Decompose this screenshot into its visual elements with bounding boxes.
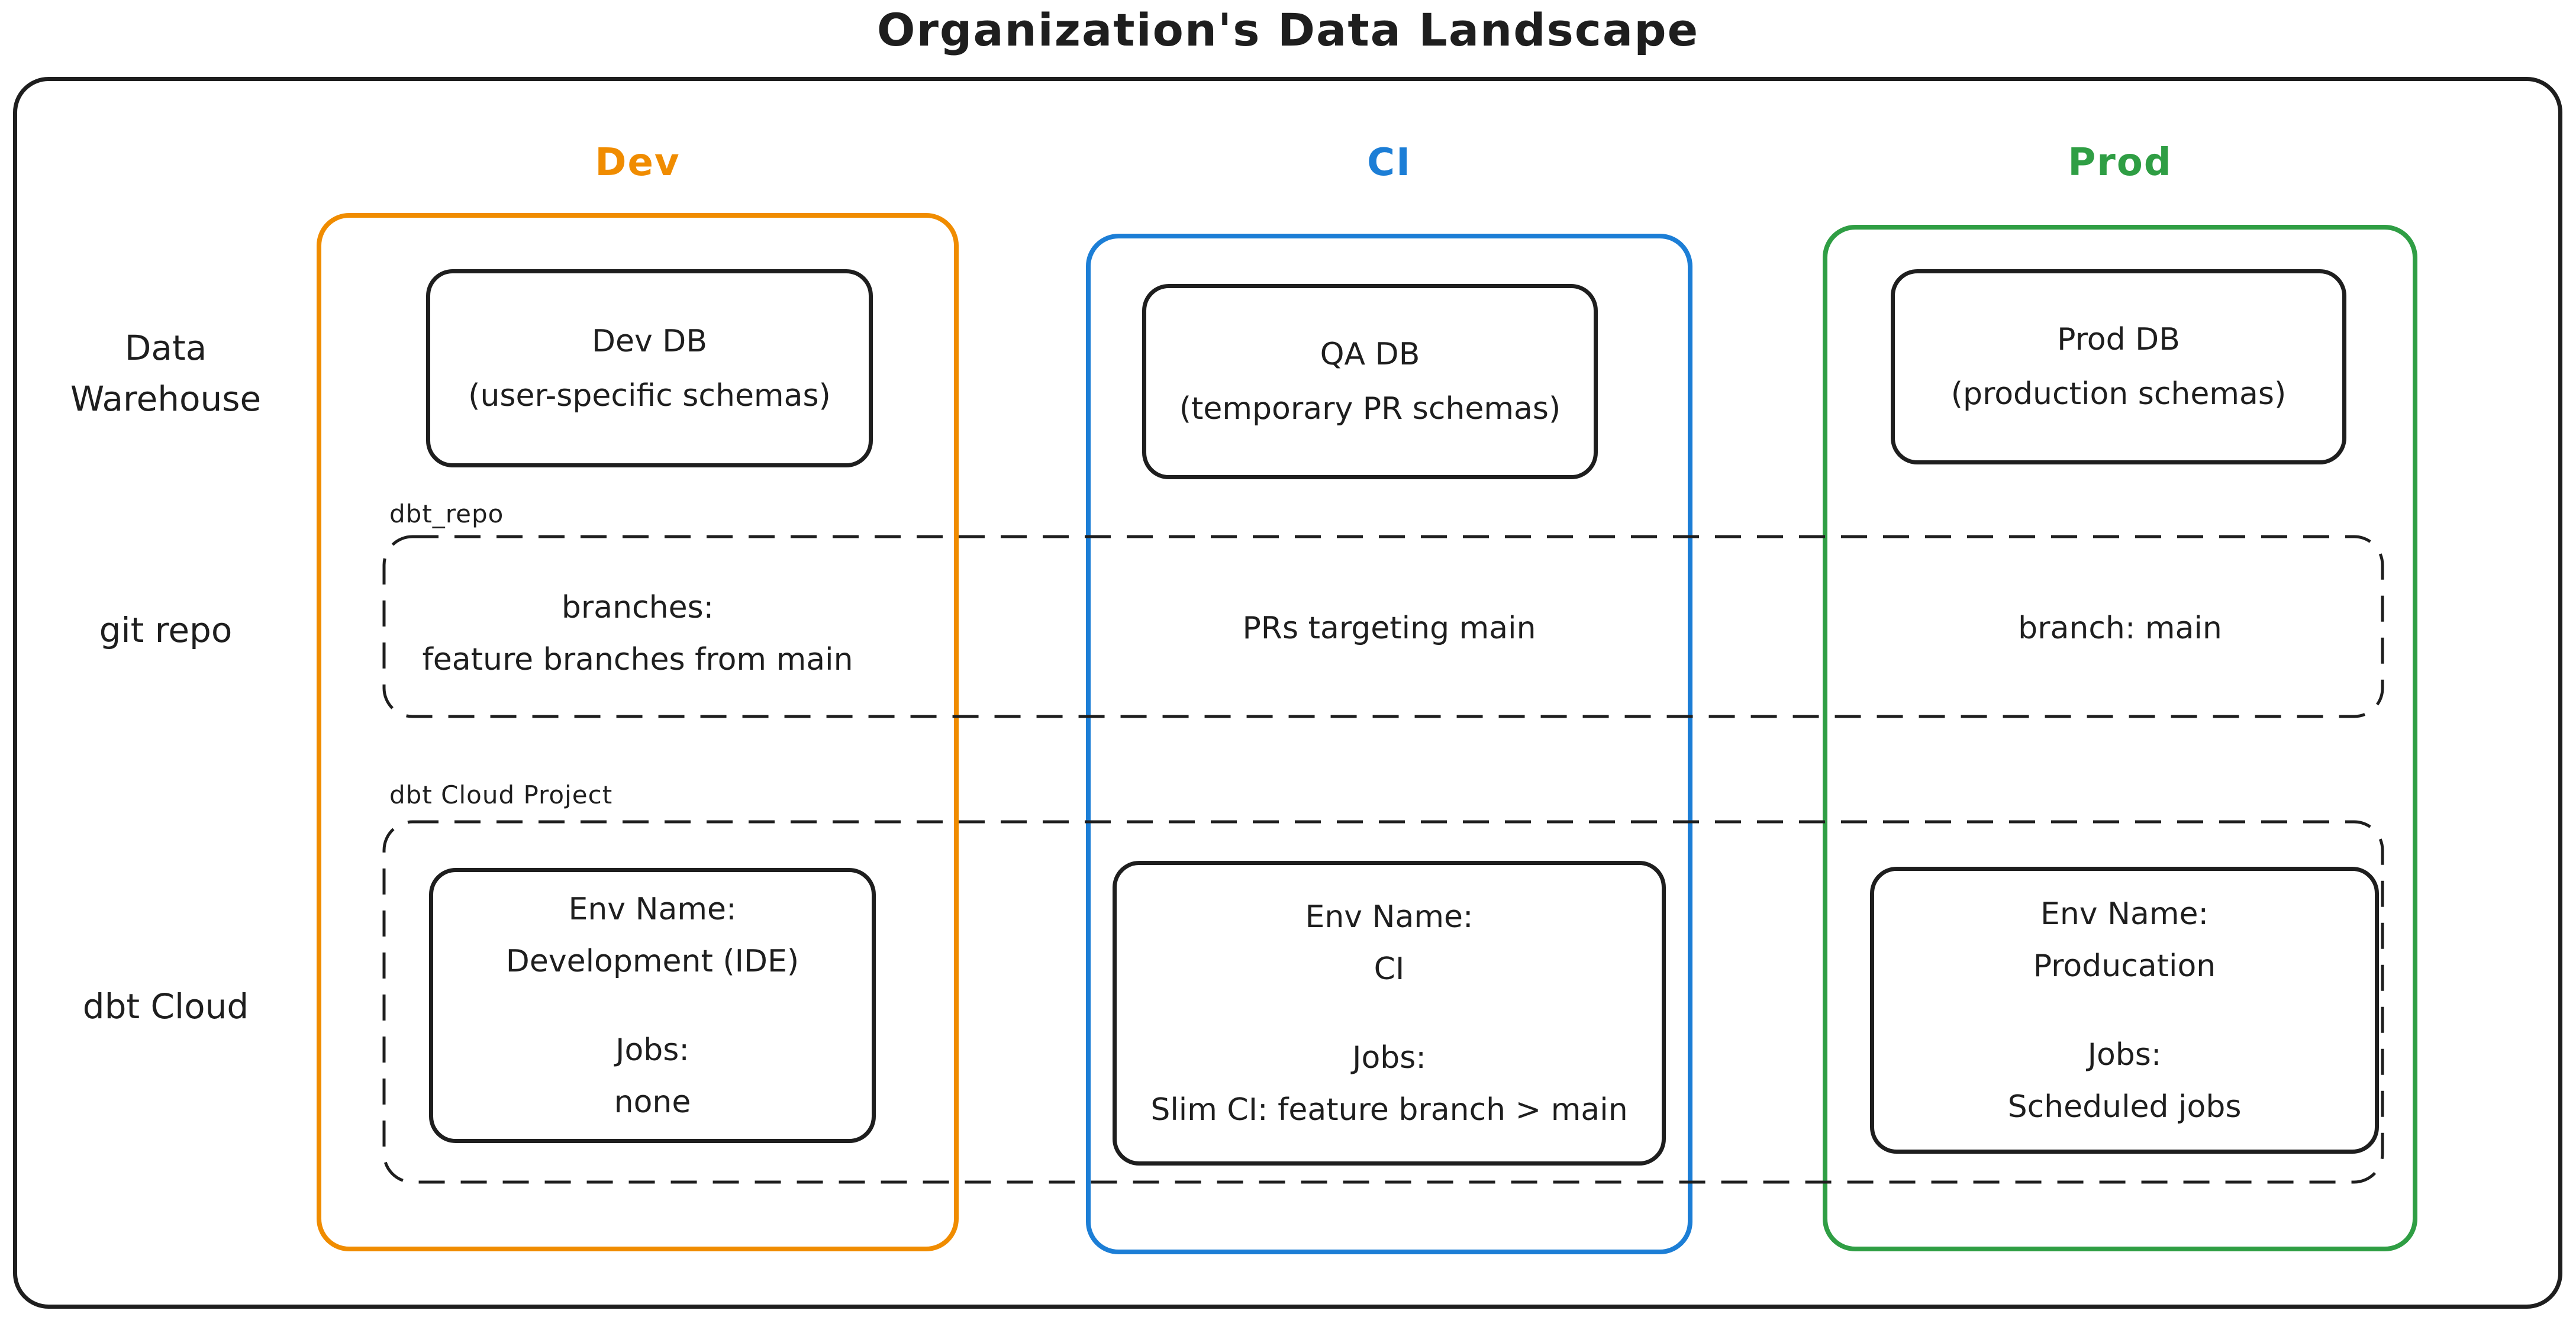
prod-column-box <box>1823 225 2417 1251</box>
prod-db-name: Prod DB <box>2057 322 2180 357</box>
dev-git-line2: feature branches from main <box>422 642 853 677</box>
ci-jobs-label: Jobs: <box>1352 1040 1426 1076</box>
ci-git-text: PRs targeting main <box>1242 611 1536 646</box>
dev-db-name: Dev DB <box>591 323 708 359</box>
ci-env-name: CI <box>1374 951 1405 987</box>
ci-env-box: Env Name: CI Jobs: Slim CI: feature bran… <box>1113 861 1666 1166</box>
prod-db-detail: (production schemas) <box>1950 376 2287 412</box>
dev-git-line1: branches: <box>561 590 714 625</box>
qa-db-box: QA DB (temporary PR schemas) <box>1142 284 1598 479</box>
prod-git-text: branch: main <box>2018 611 2222 646</box>
dev-db-detail: (user-specific schemas) <box>468 377 831 414</box>
ci-column-header: CI <box>1367 141 1411 185</box>
prod-env-box: Env Name: Producation Jobs: Scheduled jo… <box>1870 867 2379 1154</box>
prod-db-box: Prod DB (production schemas) <box>1891 269 2346 464</box>
prod-env-name: Producation <box>2033 948 2216 984</box>
ci-env-label: Env Name: <box>1305 899 1474 935</box>
dev-env-box: Env Name: Development (IDE) Jobs: none <box>429 868 876 1143</box>
ci-column-box <box>1086 234 1692 1254</box>
prod-jobs-value: Scheduled jobs <box>2007 1089 2242 1125</box>
dbt-cloud-project-label: dbt Cloud Project <box>389 780 613 809</box>
row-label-git-repo: git repo <box>99 610 233 650</box>
prod-jobs-label: Jobs: <box>2087 1037 2162 1073</box>
dashed-border <box>382 535 2384 718</box>
dev-env-label: Env Name: <box>568 891 737 927</box>
dev-column-header: Dev <box>595 141 681 185</box>
dbt-repo-dashed-box <box>382 534 2385 719</box>
dbt-repo-label: dbt_repo <box>389 499 504 528</box>
dbt-cloud-project-dashed-box <box>382 819 2385 1184</box>
row-label-dbt-cloud: dbt Cloud <box>82 986 249 1027</box>
prod-column-header: Prod <box>2068 141 2172 185</box>
qa-db-detail: (temporary PR schemas) <box>1179 391 1561 427</box>
dev-env-name: Development (IDE) <box>505 943 799 979</box>
ci-jobs-value: Slim CI: feature branch > main <box>1150 1092 1628 1128</box>
dev-db-box: Dev DB (user-specific schemas) <box>426 269 873 467</box>
diagram-title: Organization's Data Landscape <box>876 4 1700 56</box>
prod-env-label: Env Name: <box>2040 896 2209 932</box>
row-label-data-warehouse: Data Warehouse <box>70 328 262 419</box>
dashed-border <box>382 820 2384 1184</box>
outer-frame <box>13 77 2562 1309</box>
dev-jobs-label: Jobs: <box>615 1032 689 1068</box>
dev-column-box <box>317 213 959 1251</box>
dev-git-text: branches: feature branches from main <box>317 582 959 686</box>
dev-jobs-value: none <box>614 1084 691 1120</box>
qa-db-name: QA DB <box>1320 337 1420 372</box>
